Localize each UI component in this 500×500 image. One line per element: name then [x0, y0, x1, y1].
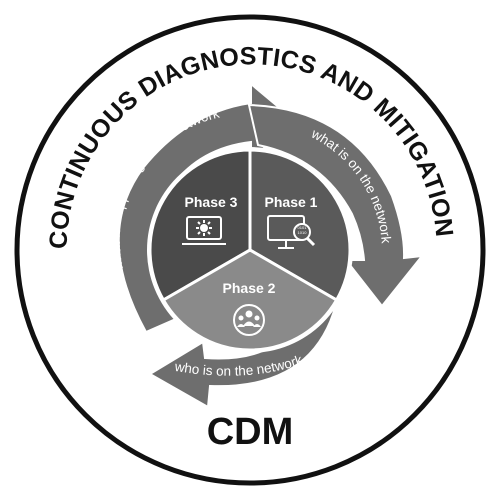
phase-2-label: Phase 2: [223, 280, 276, 296]
arrow-right: [247, 103, 425, 308]
cdm-acronym: CDM: [207, 411, 294, 453]
monitor-magnifier-icon: 0101 1010: [267, 215, 316, 249]
svg-text:1010: 1010: [298, 230, 308, 235]
phase-2-sector: [161, 248, 339, 352]
monitor-gear-icon: [182, 216, 226, 245]
phase-1-label: Phase 1: [265, 194, 318, 210]
phase-3-label: Phase 3: [185, 194, 238, 210]
svg-text:0101: 0101: [298, 225, 308, 230]
phase-3-sector: [148, 148, 252, 303]
people-group-icon: [233, 304, 265, 336]
outer-ring: [14, 14, 486, 486]
